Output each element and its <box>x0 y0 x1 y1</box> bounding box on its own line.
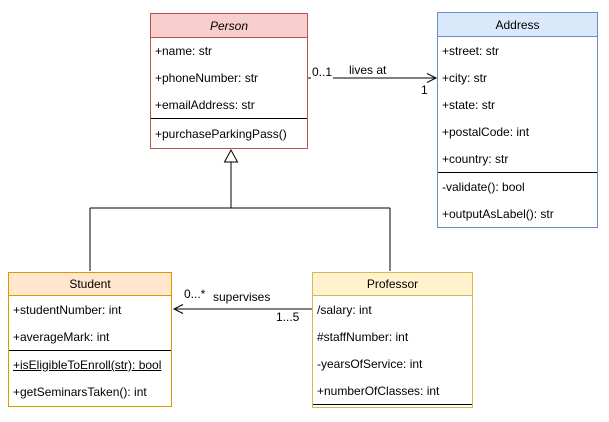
multiplicity-student-side: 0...* <box>183 287 207 301</box>
attribute: -yearsOfService: int <box>317 356 423 371</box>
class-address-methods: -validate(): bool +outputAsLabel(): str <box>438 172 597 227</box>
method: -validate(): bool <box>442 179 525 194</box>
class-professor-methods-empty <box>313 404 472 407</box>
attribute: +averageMark: int <box>13 329 110 344</box>
attribute: +state: str <box>442 97 496 112</box>
class-address-attributes: +street: str +city: str +state: str +pos… <box>438 37 597 172</box>
attribute: +name: str <box>155 44 213 59</box>
attribute: +postalCode: int <box>442 124 530 139</box>
class-student-methods: +isEligibleToEnroll(str): bool +getSemin… <box>9 350 171 406</box>
multiplicity-address-side: 1 <box>420 83 429 97</box>
method: +outputAsLabel(): str <box>442 206 554 221</box>
multiplicity-person-side: 0..1 <box>311 65 334 79</box>
open-arrowhead-icon <box>426 73 438 83</box>
association-label-lives-at: lives at <box>348 63 388 77</box>
class-professor[interactable]: Professor /salary: int #staffNumber: int… <box>312 272 473 408</box>
class-student[interactable]: Student +studentNumber: int +averageMark… <box>8 272 172 407</box>
generalization-triangle-icon <box>223 148 239 163</box>
method: +purchaseParkingPass() <box>155 126 287 141</box>
class-person-methods: +purchaseParkingPass() <box>151 118 307 148</box>
open-arrowhead-icon <box>172 304 184 314</box>
class-address[interactable]: Address +street: str +city: str +state: … <box>437 12 598 228</box>
attribute: +emailAddress: str <box>155 97 255 112</box>
class-person[interactable]: Person +name: str +phoneNumber: str +ema… <box>150 13 308 149</box>
class-professor-title: Professor <box>313 273 472 296</box>
class-person-attributes: +name: str +phoneNumber: str +emailAddre… <box>151 38 307 118</box>
class-person-title: Person <box>151 14 307 38</box>
static-method: +isEligibleToEnroll(str): bool <box>13 357 162 372</box>
attribute: +phoneNumber: str <box>155 71 259 85</box>
attribute: #staffNumber: int <box>317 329 409 344</box>
multiplicity-professor-side: 1...5 <box>275 310 301 324</box>
attribute: +numberOfClasses: int <box>317 383 440 398</box>
method: +getSeminarsTaken(): int <box>13 385 147 400</box>
attribute: +studentNumber: int <box>13 302 122 317</box>
class-professor-attributes: /salary: int #staffNumber: int -yearsOfS… <box>313 296 472 404</box>
class-student-attributes: +studentNumber: int +averageMark: int <box>9 296 171 350</box>
class-address-title: Address <box>438 13 597 37</box>
attribute: +country: str <box>442 151 509 166</box>
attribute: /salary: int <box>317 302 372 317</box>
attribute: +city: str <box>442 70 488 85</box>
attribute: +street: str <box>442 43 500 58</box>
association-label-supervises: supervises <box>212 290 272 304</box>
class-student-title: Student <box>9 273 171 296</box>
